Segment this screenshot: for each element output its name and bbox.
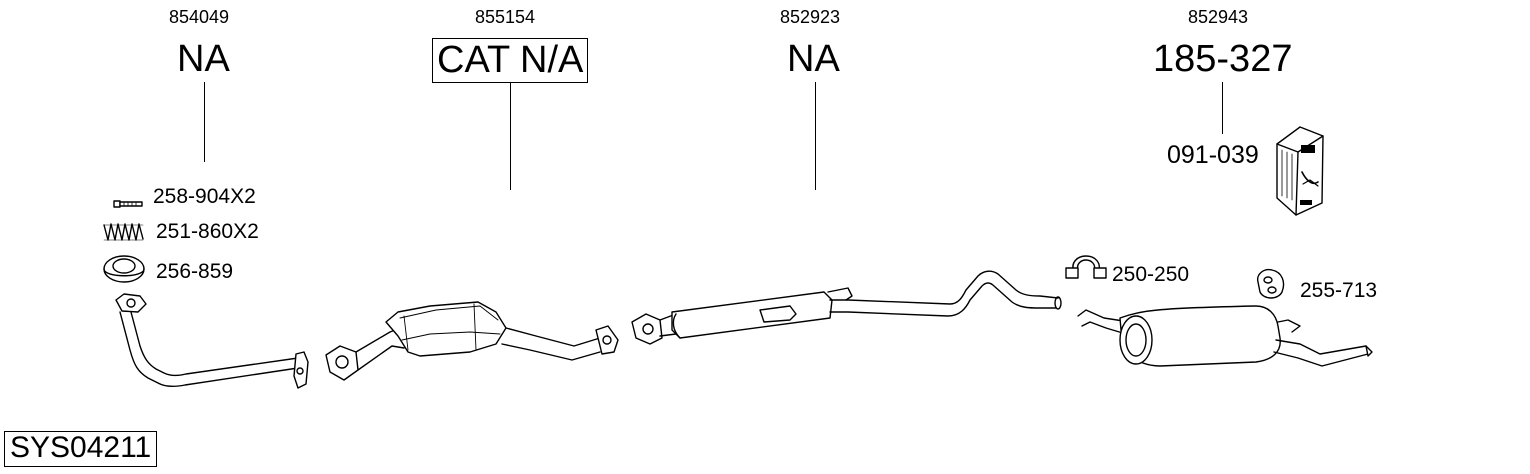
- clamp-icon: [1065, 255, 1107, 279]
- part-label-clamp: 250-250: [1112, 263, 1190, 286]
- system-id: SYS04211: [4, 431, 158, 467]
- group-status-2: CAT N/A: [432, 38, 589, 83]
- gasket-icon: [103, 255, 145, 283]
- rear-silencer: [1077, 305, 1373, 367]
- part-label-gasket: 256-859: [156, 260, 234, 283]
- group-ref-4: 852943: [1188, 7, 1249, 27]
- leader-line-2: [510, 82, 511, 190]
- centre-muffler: [631, 270, 1062, 345]
- group-ref-1: 854049: [169, 7, 230, 27]
- group-status-4: 185-327: [1153, 38, 1293, 80]
- group-status-1: NA: [177, 38, 230, 80]
- bolt-icon: [113, 200, 143, 208]
- part-label-mount-kit: 091-039: [1167, 141, 1259, 169]
- leader-line-3: [815, 82, 816, 190]
- catalytic-converter: [325, 301, 619, 381]
- hanger-icon: [1257, 268, 1285, 299]
- part-label-spring: 251-860X2: [156, 220, 259, 243]
- group-ref-3: 852923: [780, 7, 841, 27]
- part-label-bolt: 258-904X2: [153, 185, 256, 208]
- mounting-kit-icon: [1276, 126, 1324, 216]
- front-pipe: [115, 293, 309, 389]
- leader-line-1: [204, 82, 205, 162]
- group-ref-2: 855154: [475, 7, 536, 27]
- spring-icon: [103, 223, 144, 241]
- group-status-3: NA: [787, 38, 840, 80]
- leader-line-4: [1222, 82, 1223, 134]
- part-label-hanger: 255-713: [1300, 279, 1378, 302]
